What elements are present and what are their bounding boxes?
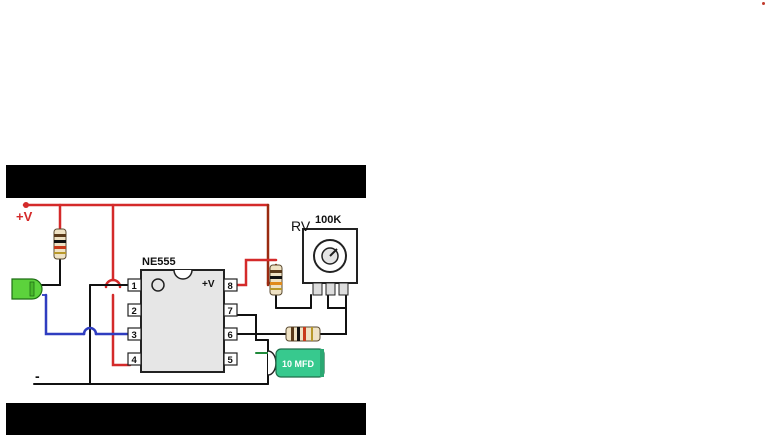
ic-chip-icon	[127, 269, 238, 373]
pin-label-3: 3	[132, 330, 137, 341]
circuit-diagram-image: +V - NE555 +V 1 2 3 4 8 7 6 5 RV 100K 10…	[6, 165, 366, 435]
pin-label-4: 4	[132, 355, 138, 366]
capacitor-value-label: 10 MFD	[282, 359, 315, 369]
ic-name-label: NE555	[142, 256, 176, 268]
resistor-r2-icon	[269, 264, 283, 296]
pin-label-5: 5	[228, 355, 234, 366]
letterbox-bottom	[6, 403, 366, 435]
pin-label-2: 2	[132, 306, 137, 317]
pin-label-6: 6	[228, 330, 233, 341]
led-icon	[11, 278, 50, 300]
resistor-r3-icon	[285, 326, 321, 342]
potentiometer-icon	[302, 228, 358, 296]
pin-label-8: 8	[228, 281, 233, 292]
corner-dot	[762, 2, 765, 5]
positive-terminal-dot	[23, 202, 29, 208]
pin-label-1: 1	[132, 281, 138, 292]
positive-supply-label: +V	[16, 209, 33, 224]
pot-designator-label: RV	[291, 218, 311, 234]
circuit-svg: +V - NE555 +V 1 2 3 4 8 7 6 5 RV 100K 10…	[11, 202, 358, 385]
pin-label-7: 7	[228, 306, 233, 317]
letterbox-top	[6, 165, 366, 198]
pot-value-label: 100K	[315, 214, 341, 226]
negative-supply-label: -	[35, 368, 40, 384]
resistor-r1-icon	[53, 228, 67, 260]
output-led-wire	[44, 293, 132, 336]
capacitor-icon	[267, 348, 325, 378]
ic-vcc-label: +V	[202, 279, 215, 290]
